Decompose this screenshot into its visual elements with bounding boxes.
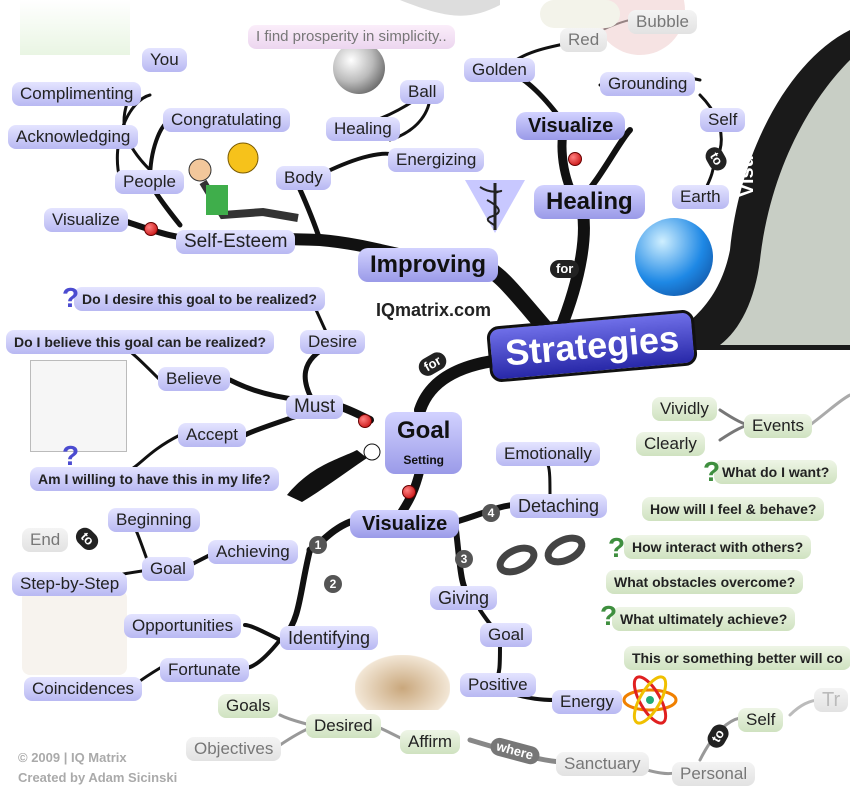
right-green-shape xyxy=(720,60,850,345)
node-you[interactable]: You xyxy=(142,48,187,72)
question-mark-icon-3: ? xyxy=(703,456,721,487)
node-golden[interactable]: Golden xyxy=(464,58,535,82)
baby-icon xyxy=(540,0,620,28)
node-visualize-improving[interactable]: Visualize xyxy=(44,208,128,232)
node-red[interactable]: Red xyxy=(560,28,608,52)
node-emotionally[interactable]: Emotionally xyxy=(496,442,600,466)
node-believe[interactable]: Believe xyxy=(158,367,230,391)
question-ultimately: What ultimately achieve? xyxy=(612,607,796,631)
step-number-1: 1 xyxy=(309,536,327,554)
node-fortunate[interactable]: Fortunate xyxy=(160,658,249,682)
node-end[interactable]: End xyxy=(22,528,69,552)
top-figure-icon xyxy=(20,0,130,55)
node-energy[interactable]: Energy xyxy=(552,690,622,714)
step-number-4: 4 xyxy=(482,504,500,522)
disco-ball-icon xyxy=(333,42,385,94)
node-positive[interactable]: Positive xyxy=(460,673,536,697)
node-tr[interactable]: Tr xyxy=(814,688,849,712)
credit-line-1: © 2009 | IQ Matrix xyxy=(18,750,127,765)
question-desire: Do I desire this goal to be realized? xyxy=(74,287,325,311)
node-clearly[interactable]: Clearly xyxy=(636,432,705,456)
question-mark-icon-1: ? xyxy=(62,282,80,313)
node-detaching[interactable]: Detaching xyxy=(510,494,608,518)
node-desired[interactable]: Desired xyxy=(306,714,381,738)
ball-player-icon xyxy=(178,140,318,230)
chain-icon xyxy=(495,530,590,580)
vertical-label: Visualization xyxy=(736,75,758,197)
node-improving[interactable]: Improving xyxy=(358,248,499,282)
statement-something-better: This or something better will co xyxy=(624,646,850,670)
bullet-healing xyxy=(568,152,582,166)
top-quote: I find prosperity in simplicity.. xyxy=(248,25,455,49)
question-interact: How interact with others? xyxy=(624,535,812,559)
node-objectives[interactable]: Objectives xyxy=(186,737,282,761)
node-body[interactable]: Body xyxy=(276,166,331,190)
goal-label: Goal xyxy=(397,417,451,444)
question-believe: Do I believe this goal can be realized? xyxy=(6,330,275,354)
node-congratulating[interactable]: Congratulating xyxy=(163,108,290,132)
connector-for-improving: for xyxy=(550,260,580,278)
question-accept: Am I willing to have this in my life? xyxy=(30,467,279,491)
question-mark-icon-2: ? xyxy=(62,440,80,471)
bullet-self-esteem xyxy=(144,222,158,236)
node-goal-giving[interactable]: Goal xyxy=(480,623,532,647)
node-accept[interactable]: Accept xyxy=(178,423,246,447)
node-giving[interactable]: Giving xyxy=(430,586,498,610)
goal-sub-label: Setting xyxy=(403,453,444,467)
node-desire[interactable]: Desire xyxy=(300,330,366,354)
question-obstacles: What obstacles overcome? xyxy=(606,570,804,594)
presenter-icon xyxy=(30,360,127,452)
node-goal-achieving[interactable]: Goal xyxy=(142,557,194,581)
node-visualize-healing[interactable]: Visualize xyxy=(516,112,626,140)
question-feel-behave: How will I feel & behave? xyxy=(642,497,825,521)
node-beginning[interactable]: Beginning xyxy=(108,508,200,532)
question-mark-icon-5: ? xyxy=(600,600,618,631)
node-goals[interactable]: Goals xyxy=(218,694,279,718)
people-handshake-icon xyxy=(22,590,127,675)
node-affirm[interactable]: Affirm xyxy=(400,730,461,754)
node-must[interactable]: Must xyxy=(286,395,344,419)
node-self-healing[interactable]: Self xyxy=(700,108,746,132)
watermark: IQmatrix.com xyxy=(372,300,496,320)
step-number-3: 3 xyxy=(455,550,473,568)
node-people[interactable]: People xyxy=(115,170,184,194)
node-vividly[interactable]: Vividly xyxy=(652,397,717,421)
step-number-2: 2 xyxy=(324,575,342,593)
node-goal[interactable]: Goal Setting xyxy=(385,412,463,474)
node-healing[interactable]: Healing xyxy=(534,185,645,219)
node-self-bottom[interactable]: Self xyxy=(738,708,784,732)
node-grounding[interactable]: Grounding xyxy=(600,72,696,96)
node-healing-improving[interactable]: Healing xyxy=(326,117,400,141)
question-what-want: What do I want? xyxy=(714,460,838,484)
node-visualize-goal[interactable]: Visualize xyxy=(350,510,460,538)
question-mark-icon-4: ? xyxy=(608,532,626,563)
node-identifying[interactable]: Identifying xyxy=(280,626,379,650)
node-achieving[interactable]: Achieving xyxy=(208,540,298,564)
node-acknowledging[interactable]: Acknowledging xyxy=(8,125,139,149)
goalkeeper-icon xyxy=(282,440,382,505)
node-opportunities[interactable]: Opportunities xyxy=(124,614,242,638)
node-bubble[interactable]: Bubble xyxy=(628,10,697,34)
node-coincidences[interactable]: Coincidences xyxy=(24,677,143,701)
bullet-visualize-goal xyxy=(402,485,416,499)
node-self-esteem[interactable]: Self-Esteem xyxy=(176,230,296,254)
bullet-must xyxy=(358,414,372,428)
atom-icon xyxy=(620,670,680,730)
node-energizing[interactable]: Energizing xyxy=(388,148,485,172)
node-sanctuary[interactable]: Sanctuary xyxy=(556,752,649,776)
node-earth[interactable]: Earth xyxy=(672,185,729,209)
node-personal[interactable]: Personal xyxy=(672,762,756,786)
node-complimenting[interactable]: Complimenting xyxy=(12,82,142,106)
credit-line-2: Created by Adam Sicinski xyxy=(18,770,178,785)
node-ball[interactable]: Ball xyxy=(400,80,445,104)
node-events[interactable]: Events xyxy=(744,414,812,438)
detective-icon xyxy=(355,655,450,710)
globe-icon xyxy=(635,218,713,296)
caduceus-icon xyxy=(460,175,530,235)
node-step-by-step[interactable]: Step-by-Step xyxy=(12,572,128,596)
